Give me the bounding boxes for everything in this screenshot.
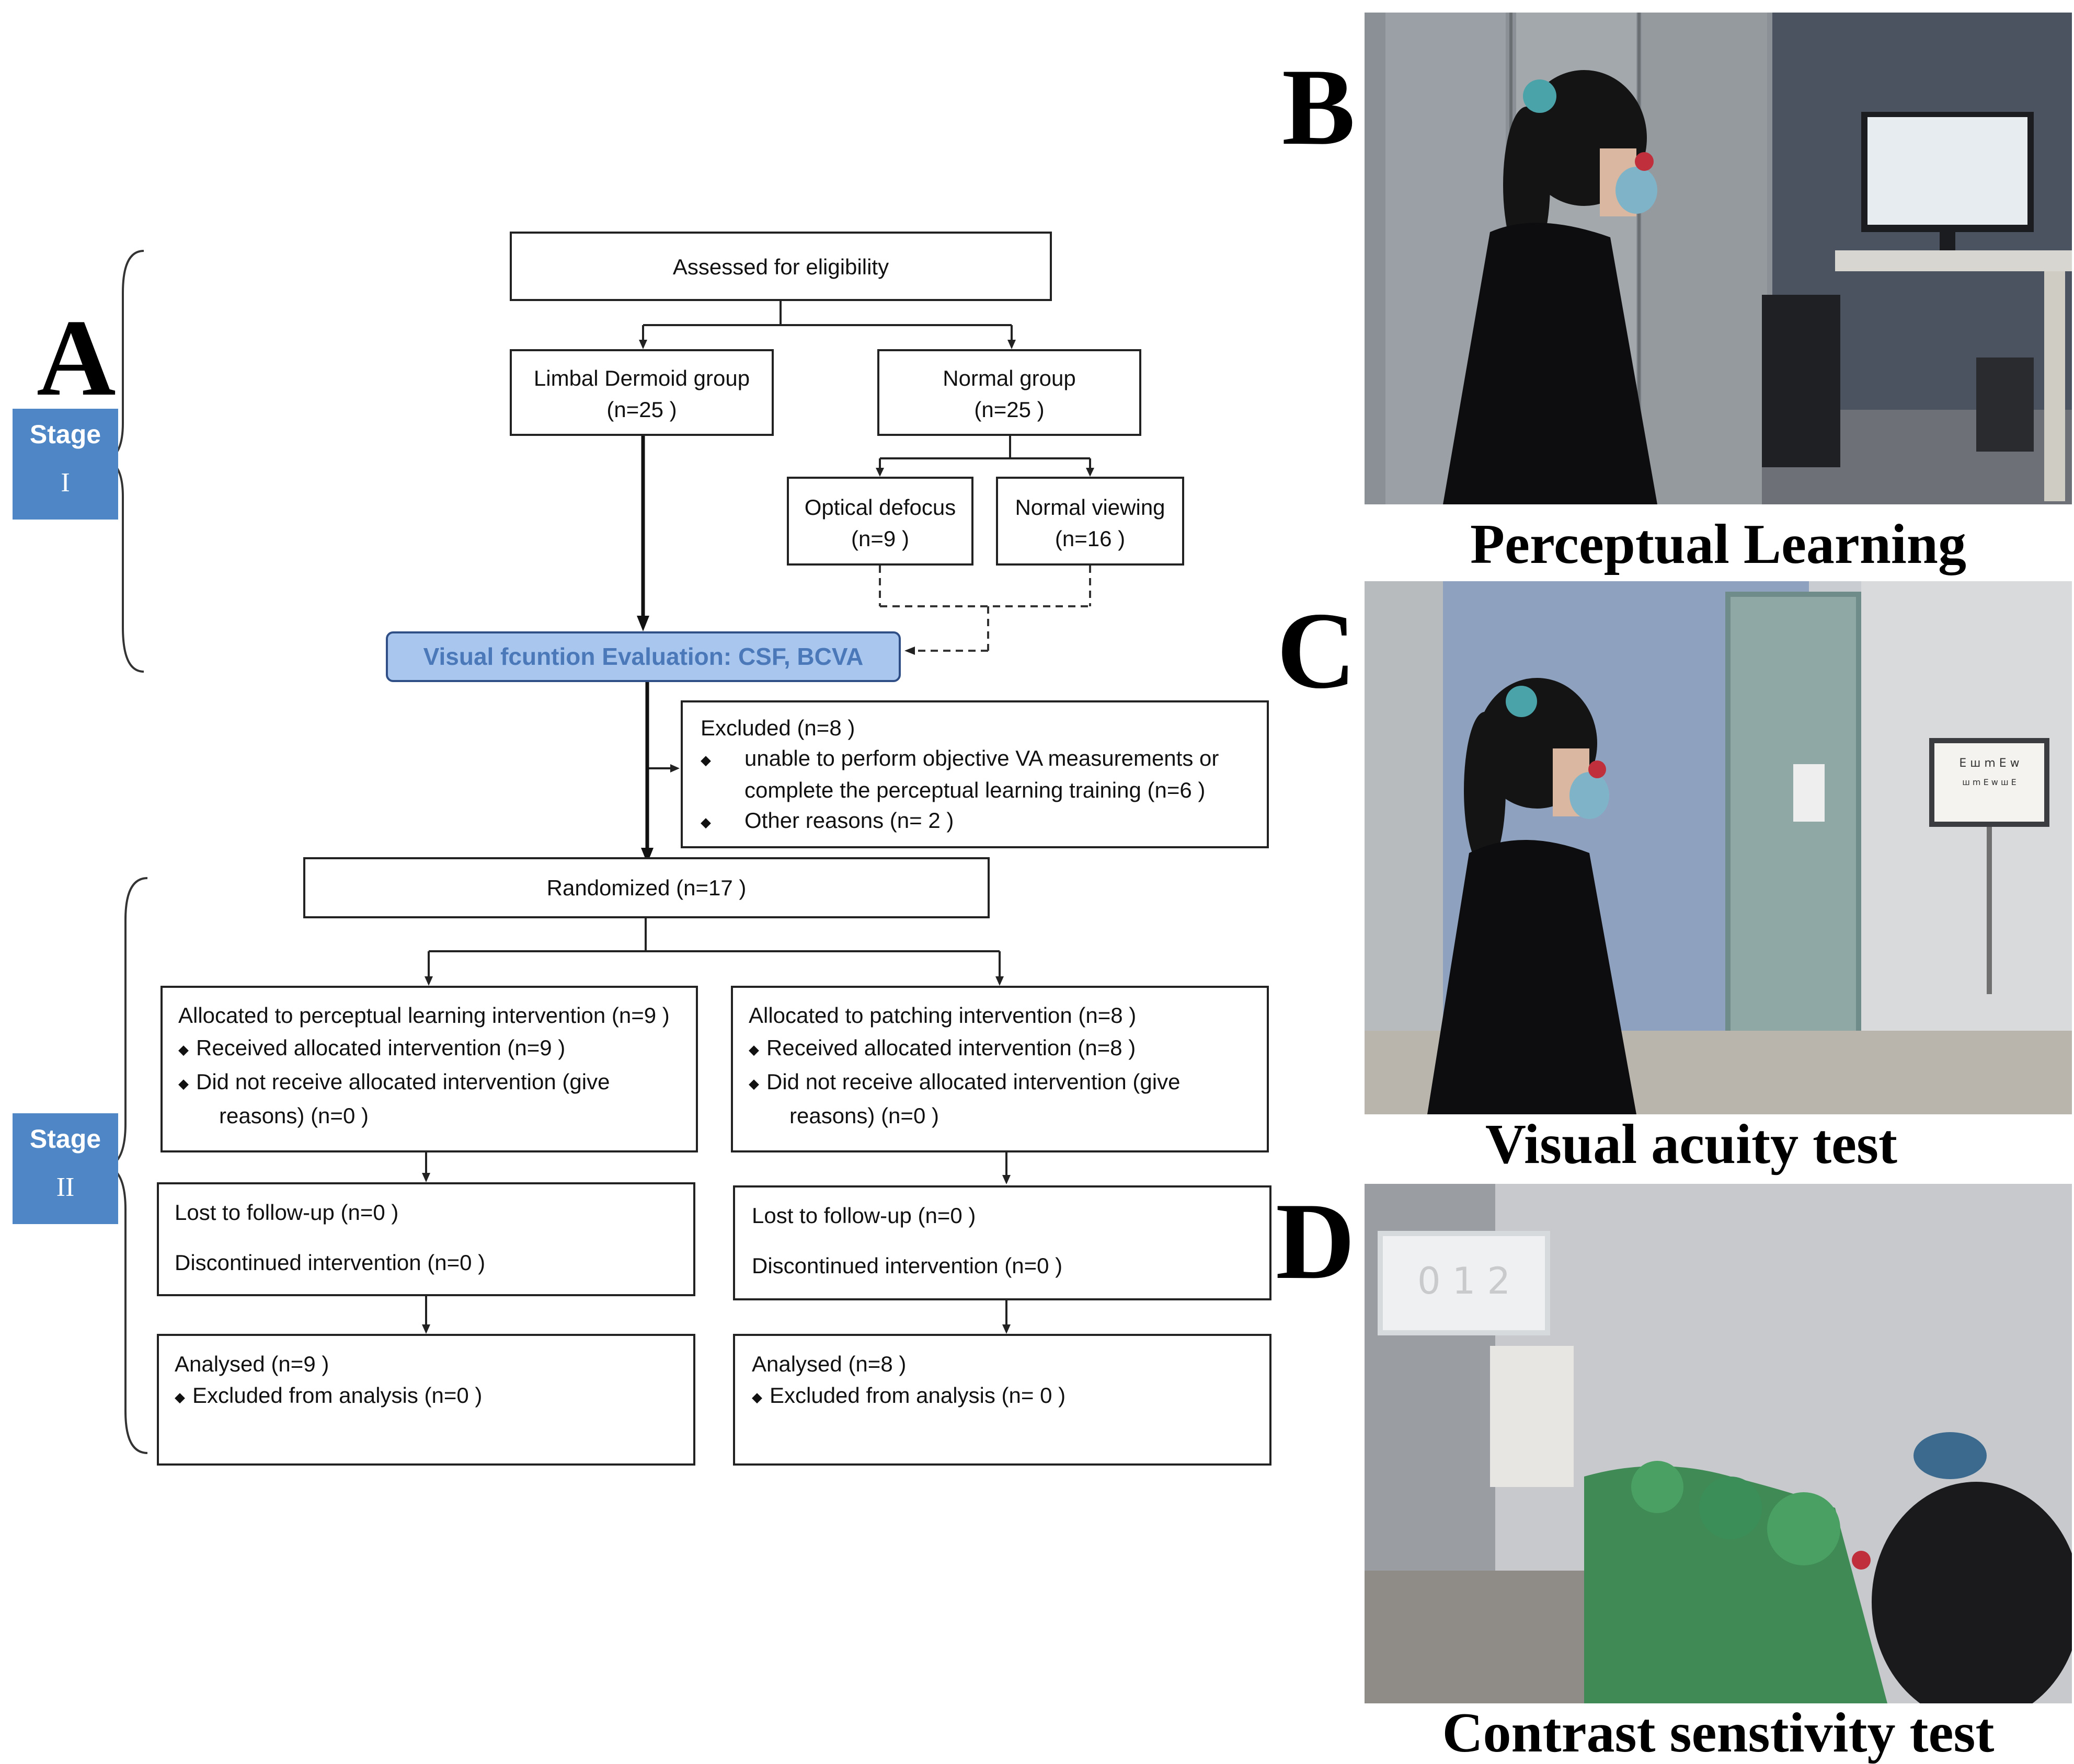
evaluation-text: Visual fcuntion Evaluation: CSF, BCVA [423, 643, 864, 670]
left-received: ◆ Received allocated intervention (n=9 ) [178, 1032, 696, 1066]
contrast-sensitivity-illustration: 0 1 2 [1365, 1184, 2072, 1703]
contrast-sensitivity-caption: Contrast senstivity test [1442, 1702, 1995, 1764]
viewing-count: (n=16 ) [1055, 526, 1126, 551]
normal-count: (n=25 ) [974, 397, 1045, 422]
randomized-box: Randomized (n=17 ) [303, 857, 990, 918]
viewing-title: Normal viewing [1015, 495, 1165, 520]
right-excluded-analysis-text: Excluded from analysis (n= 0 ) [770, 1383, 1066, 1408]
right-received-text: Received allocated intervention (n=8 ) [766, 1035, 1136, 1060]
svg-text:ш m E w ш E: ш m E w ш E [1962, 777, 2016, 787]
right-not-received: ◆ Did not receive allocated intervention … [749, 1066, 1267, 1100]
stage-1-label: Stage [29, 420, 101, 449]
excluded-item-1-line-2: complete the perceptual learning trainin… [744, 777, 1206, 802]
left-discontinued-text: Discontinued intervention (n=0 ) [175, 1250, 486, 1275]
bullet-icon: ◆ [175, 1389, 185, 1405]
evaluation-box: Visual fcuntion Evaluation: CSF, BCVA [386, 631, 901, 682]
optical-defocus-box: Optical defocus (n=9 ) [787, 477, 973, 566]
bullet-icon: ◆ [752, 1389, 762, 1405]
assessed-text: Assessed for eligibility [672, 255, 889, 279]
limbal-count: (n=25 ) [606, 397, 677, 422]
right-allocation-box: Allocated to patching intervention (n=8 … [731, 986, 1269, 1152]
perceptual-learning-illustration [1365, 13, 2072, 504]
bullet-icon: ◆ [178, 1075, 189, 1091]
stage-2-label: Stage [29, 1124, 101, 1154]
screen-digits: 0 1 2 [1417, 1260, 1510, 1302]
left-not-received: ◆ Did not receive allocated intervention … [178, 1066, 696, 1100]
right-received: ◆ Received allocated intervention (n=8 ) [749, 1032, 1267, 1066]
left-received-text: Received allocated intervention (n=9 ) [196, 1035, 566, 1060]
normal-viewing-box: Normal viewing (n=16 ) [996, 477, 1184, 566]
visual-acuity-photo: E ш m E w ш m E w ш E [1365, 581, 2072, 1114]
bullet-icon: ◆ [701, 752, 711, 768]
right-discontinued-text: Discontinued intervention (n=0 ) [752, 1253, 1063, 1278]
left-not-received-line-2: reasons) (n=0 ) [219, 1103, 369, 1128]
bullet-icon: ◆ [749, 1075, 759, 1091]
right-analysed-text: Analysed (n=8 ) [752, 1352, 907, 1376]
excluded-item-1: ◆ unable to perform objective VA measurem… [701, 743, 1267, 775]
normal-title: Normal group [943, 366, 1076, 390]
right-excluded-analysis: ◆ Excluded from analysis (n= 0 ) [752, 1380, 1269, 1413]
left-followup-box: Lost to follow-up (n=0 ) Discontinued in… [157, 1182, 695, 1296]
perceptual-learning-photo [1365, 13, 2072, 504]
perceptual-learning-caption: Perceptual Learning [1470, 513, 1966, 575]
limbal-title: Limbal Dermoid group [533, 366, 750, 390]
left-excluded-analysis: ◆ Excluded from analysis (n=0 ) [175, 1380, 693, 1413]
bullet-icon: ◆ [701, 814, 711, 830]
bullet-icon: ◆ [178, 1041, 189, 1057]
left-allocation-title: Allocated to perceptual learning interve… [178, 1003, 670, 1028]
excluded-title: Excluded (n=8 ) [701, 716, 855, 740]
panel-c-letter: C [1277, 590, 1356, 711]
panel-a-letter: A [37, 297, 116, 419]
left-analysed-box: Analysed (n=9 ) ◆ Excluded from analysis … [157, 1334, 695, 1466]
panel-d-letter: D [1276, 1181, 1355, 1302]
defocus-title: Optical defocus [804, 495, 956, 520]
panel-b-letter: B [1282, 47, 1356, 168]
contrast-sensitivity-photo: 0 1 2 [1365, 1184, 2072, 1703]
right-lost-text: Lost to follow-up (n=0 ) [752, 1203, 976, 1228]
excluded-item-2: ◆ Other reasons (n= 2 ) [701, 805, 1267, 837]
stage-2-badge: Stage II [13, 1113, 118, 1224]
left-lost-text: Lost to follow-up (n=0 ) [175, 1200, 399, 1225]
stage-1-number: I [61, 468, 70, 498]
bullet-icon: ◆ [749, 1041, 759, 1057]
excluded-box: Excluded (n=8 ) ◆ unable to perform objec… [681, 700, 1269, 848]
left-excluded-analysis-text: Excluded from analysis (n=0 ) [192, 1383, 483, 1408]
svg-text:E ш m E w: E ш m E w [1959, 757, 2019, 770]
right-not-received-line-2: reasons) (n=0 ) [789, 1103, 939, 1128]
right-followup-box: Lost to follow-up (n=0 ) Discontinued in… [733, 1185, 1271, 1300]
excluded-item-1-line-1: unable to perform objective VA measureme… [744, 746, 1219, 770]
visual-acuity-caption: Visual acuity test [1485, 1113, 1897, 1175]
right-not-received-line-1: Did not receive allocated intervention (… [766, 1069, 1181, 1094]
excluded-item-2-text: Other reasons (n= 2 ) [744, 808, 954, 833]
stage-1-badge: Stage I [13, 409, 118, 520]
left-not-received-line-1: Did not receive allocated intervention (… [196, 1069, 610, 1094]
defocus-count: (n=9 ) [851, 526, 909, 551]
right-allocation-title: Allocated to patching intervention (n=8 … [749, 1003, 1137, 1028]
limbal-dermoid-box: Limbal Dermoid group (n=25 ) [510, 349, 774, 436]
randomized-text: Randomized (n=17 ) [546, 875, 747, 900]
assessed-box: Assessed for eligibility [510, 232, 1052, 301]
visual-acuity-illustration: E ш m E w ш m E w ш E [1365, 581, 2072, 1114]
normal-group-box: Normal group (n=25 ) [877, 349, 1141, 436]
left-analysed-text: Analysed (n=9 ) [175, 1352, 329, 1376]
right-analysed-box: Analysed (n=8 ) ◆ Excluded from analysis … [733, 1334, 1271, 1466]
left-allocation-box: Allocated to perceptual learning interve… [161, 986, 698, 1152]
stage-2-number: II [56, 1172, 75, 1202]
